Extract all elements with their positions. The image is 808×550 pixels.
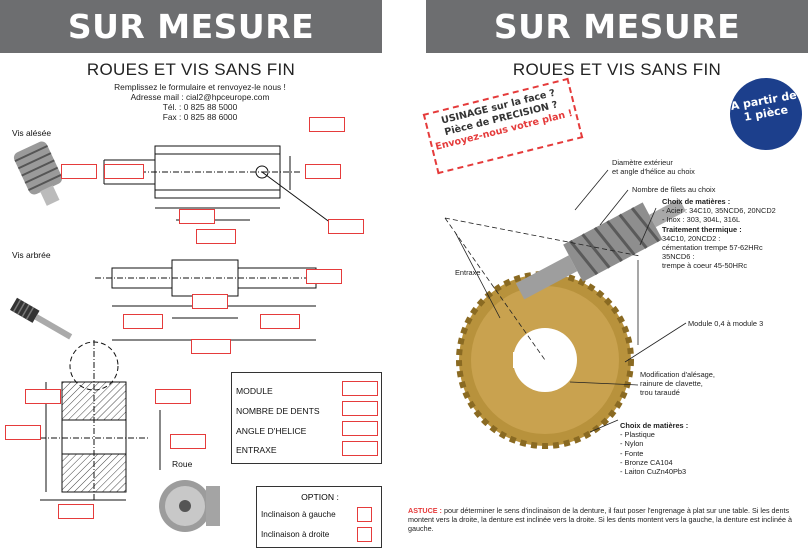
roue-photo [159, 480, 220, 532]
checkbox-gauche[interactable] [357, 507, 372, 522]
dim-box[interactable] [191, 339, 231, 354]
screw-material-inox: - Inox : 303, 304L, 316L [662, 215, 741, 225]
form-label-entraxe: ENTRAXE [236, 445, 277, 455]
checkbox-droite[interactable] [357, 527, 372, 542]
vis-alesee-photo [13, 141, 63, 206]
screw-material-acier: - Acier : 34C10, 35NCD6, 20NCD2 [662, 206, 776, 216]
dim-box[interactable] [25, 389, 61, 404]
entraxe-input[interactable] [342, 441, 378, 456]
annotation-diametre-line1: Diamètre extérieur [612, 158, 673, 167]
form-label-module: MODULE [236, 386, 273, 396]
treatment-line1: 34C10, 20NCD2 : [662, 233, 721, 243]
contact-email: Adresse mail : cial2@hpceurope.com [130, 92, 270, 102]
option-inclinaison-droite: Inclinaison à droite [261, 530, 330, 539]
left-title: ROUES ET VIS SANS FIN [86, 60, 296, 79]
wheel-materials: Choix de matières : - Plastique - Nylon … [620, 421, 688, 476]
screw-materials: Choix de matières : - Acier : 34C10, 35N… [662, 197, 776, 271]
dim-box[interactable] [155, 389, 191, 404]
dim-box[interactable] [58, 504, 94, 519]
annotation-diametre: Diamètre extérieur et angle d'hélice au … [612, 158, 695, 176]
dim-box[interactable] [5, 425, 41, 440]
option-inclinaison-gauche: Inclinaison à gauche [261, 510, 336, 519]
treatment-line4: trempe à coeur 45-50HRc [662, 261, 748, 271]
vis-arbree-photo [10, 297, 73, 340]
annotation-diametre-line2: et angle d'hélice au choix [612, 167, 695, 177]
annotation-alesage-line3: trou taraudé [640, 388, 680, 398]
dim-box[interactable] [123, 314, 163, 329]
annotation-alesage-line2: rainure de clavette, [640, 379, 703, 389]
dim-box[interactable] [260, 314, 300, 329]
treatment-line3: 35NCD6 : [662, 252, 695, 262]
dim-box[interactable] [192, 294, 228, 309]
right-banner: SUR MESURE [426, 0, 808, 53]
contact-line1: Remplissez le formulaire et renvoyez-le … [114, 82, 286, 92]
vis-alesee-drawing [103, 145, 336, 227]
treatment-line2: cémentation trempe 57-62HRc [662, 243, 763, 253]
astuce-note: ASTUCE : pour déterminer le sens d'incli… [408, 506, 800, 533]
dim-box[interactable] [306, 269, 342, 284]
roue-section-drawing [40, 340, 161, 501]
parameters-form: MODULE NOMBRE DE DENTS ANGLE D'HELICE EN… [231, 372, 382, 464]
bronze-gear [456, 271, 634, 449]
annotation-filets: Nombre de filets au choix [632, 185, 716, 194]
option-form: OPTION : Inclinaison à gauche Inclinaiso… [256, 486, 382, 548]
wheel-materials-title: Choix de matières : [620, 421, 689, 430]
contact-block: Remplissez le formulaire et renvoyez-le … [80, 82, 320, 122]
wheel-material-plastique: - Plastique [620, 430, 655, 440]
dim-box[interactable] [179, 209, 215, 224]
treatment-title: Traitement thermique : [662, 224, 742, 234]
annotation-entraxe: Entraxe [455, 268, 481, 277]
wheel-material-laiton: - Laiton CuZn40Pb3 [620, 467, 687, 477]
form-label-angle-helice: ANGLE D'HELICE [236, 426, 307, 436]
astuce-label: ASTUCE : [408, 506, 442, 515]
dim-box[interactable] [196, 229, 236, 244]
option-title: OPTION : [301, 492, 339, 502]
annotation-alesage: Modification d'alésage, rainure de clave… [640, 370, 715, 398]
label-vis-alesee: Vis alésée [12, 128, 52, 138]
dim-box[interactable] [328, 219, 364, 234]
label-vis-arbree: Vis arbrée [12, 250, 51, 260]
dim-box[interactable] [309, 117, 345, 132]
angle-helice-input[interactable] [342, 421, 378, 436]
contact-phone: Tél. : 0 825 88 5000 [162, 102, 238, 112]
dim-box[interactable] [61, 164, 97, 179]
dim-box[interactable] [104, 164, 144, 179]
form-label-nombre-dents: NOMBRE DE DENTS [236, 406, 320, 416]
wheel-material-bronze: - Bronze CA104 [620, 457, 673, 467]
steel-worm [515, 198, 686, 300]
annotation-alesage-line1: Modification d'alésage, [640, 370, 715, 379]
contact-fax: Fax : 0 825 88 6000 [162, 112, 238, 122]
module-input[interactable] [342, 381, 378, 396]
label-roue: Roue [172, 459, 193, 469]
annotation-module: Module 0,4 à module 3 [688, 319, 764, 328]
dim-box[interactable] [170, 434, 206, 449]
technical-drawings [10, 141, 336, 532]
dim-box[interactable] [305, 164, 341, 179]
wheel-material-nylon: - Nylon [620, 439, 644, 449]
nombre-dents-input[interactable] [342, 401, 378, 416]
screw-materials-title: Choix de matières : [662, 197, 731, 206]
left-banner: SUR MESURE [0, 0, 382, 53]
right-title: ROUES ET VIS SANS FIN [512, 60, 722, 79]
annotation-lines [444, 169, 687, 433]
wheel-material-fonte: - Fonte [620, 448, 644, 458]
astuce-text: pour déterminer le sens d'inclinaison de… [408, 506, 792, 533]
